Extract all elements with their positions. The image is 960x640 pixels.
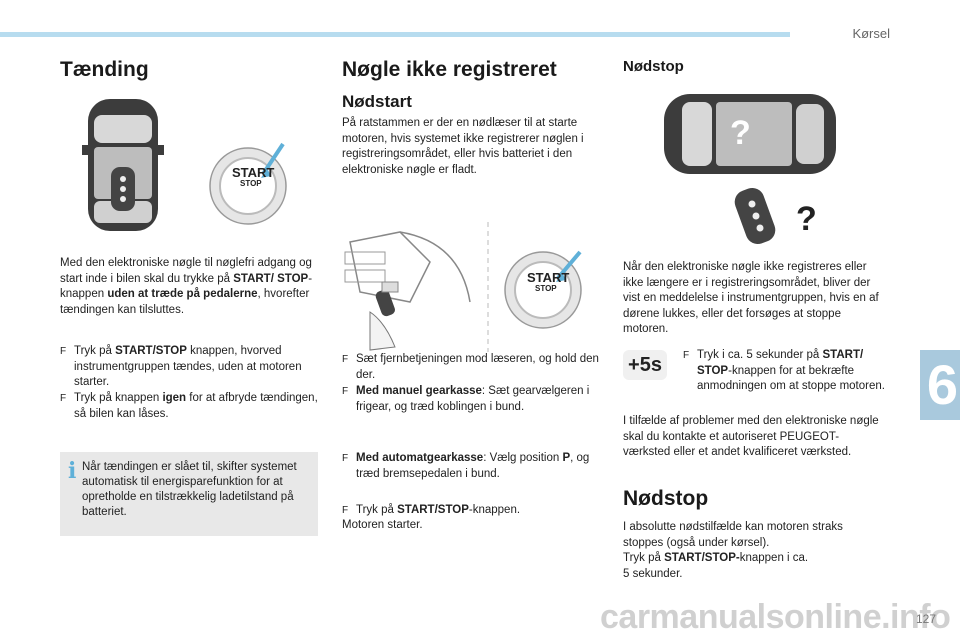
paragraph-vaerksted: I tilfælde af problemer med den elektron…	[623, 415, 879, 458]
info-text: Når tændingen er slået til, skifter syst…	[82, 461, 297, 518]
paragraph-nodstop-2: I absolutte nødstilfælde kan motoren str…	[623, 521, 843, 580]
stop-label: STOP	[240, 179, 262, 188]
start-stop-button-illustration-2	[504, 250, 582, 329]
start-label: START	[232, 165, 275, 180]
section-title-nodstop-2: Nødstop	[623, 487, 709, 510]
car-top-view-illustration-2	[664, 94, 836, 174]
section-title-nodstop: Nødstop	[623, 58, 684, 75]
key-fob-icon	[734, 187, 776, 245]
paragraph-motor-starter: Motoren starter.	[342, 519, 423, 531]
section-title-taending: Tænding	[60, 58, 149, 81]
section-title-noegle: Nøgle ikke registreret	[342, 58, 557, 81]
steering-column-illustration	[344, 222, 489, 352]
chapter-tab: 6	[920, 350, 960, 420]
watermark: carmanualsonline.info	[600, 598, 951, 636]
key-fob-icon	[111, 167, 135, 211]
start-stop-button-illustration	[209, 142, 287, 225]
paragraph-nodstart: På ratstammen er der en nødlæser til at …	[342, 117, 584, 176]
page-number: 127	[915, 612, 936, 626]
stop-label: STOP	[535, 284, 557, 293]
question-mark-key: ?	[796, 200, 817, 238]
section-name: Kørsel	[852, 26, 890, 41]
info-icon: i	[68, 458, 77, 484]
plus-5s-badge: +5s	[623, 350, 667, 380]
start-label: START	[527, 270, 570, 285]
question-mark-car: ?	[730, 114, 751, 152]
subtitle-nodstart: Nødstart	[342, 92, 412, 111]
info-box: i Når tændingen er slået til, skifter sy…	[60, 452, 318, 536]
paragraph-nodstop: Når den elektroniske nøgle ikke registre…	[623, 261, 879, 335]
header-bar	[0, 32, 790, 37]
paragraph-taending: Med den elektroniske nøgle til nøglefri …	[60, 257, 313, 316]
